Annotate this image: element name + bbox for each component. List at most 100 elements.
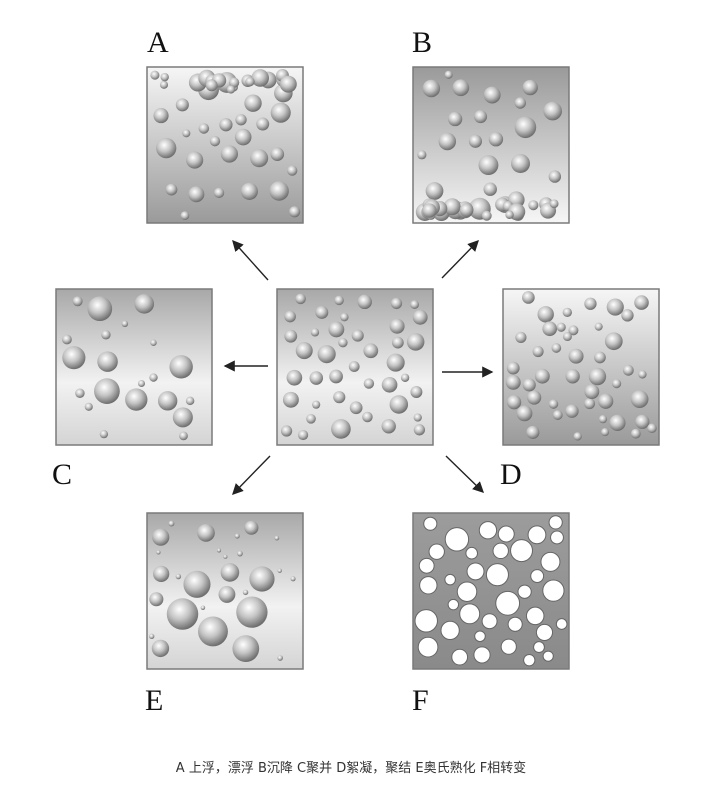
droplet	[452, 79, 470, 97]
droplet	[584, 398, 596, 410]
droplet	[312, 400, 321, 409]
panel-A	[146, 66, 304, 224]
droplet	[277, 655, 283, 661]
droplet	[406, 333, 425, 351]
droplet	[219, 118, 233, 132]
droplet	[528, 200, 539, 211]
panel-F	[412, 512, 570, 670]
droplet	[635, 414, 650, 429]
droplet	[150, 70, 160, 80]
droplet	[328, 321, 345, 338]
droplet	[555, 618, 568, 630]
droplet	[99, 429, 109, 439]
droplet	[220, 563, 240, 582]
droplet	[338, 337, 348, 348]
droplet	[447, 111, 463, 127]
droplet	[447, 598, 460, 611]
droplet	[474, 630, 486, 643]
droplet	[548, 170, 562, 183]
droplet	[242, 589, 249, 596]
droplet	[188, 186, 205, 203]
droplet	[527, 525, 547, 545]
droplet	[565, 369, 580, 384]
droplet	[84, 402, 93, 411]
droplet	[217, 548, 222, 553]
droplet	[289, 206, 301, 218]
droplet	[235, 114, 247, 126]
droplet	[534, 368, 550, 384]
droplet	[542, 321, 558, 337]
droplet	[389, 318, 405, 334]
droplet	[72, 296, 83, 307]
droplet	[251, 69, 270, 87]
droplet	[279, 75, 297, 93]
droplet	[573, 432, 582, 441]
droplet	[495, 590, 521, 616]
label-C: C	[52, 458, 72, 491]
figure-caption: A 上浮，漂浮 B沉降 C聚并 D絮凝，聚结 E奥氏熟化 F相转变	[175, 761, 527, 776]
droplet	[200, 605, 206, 610]
droplet	[526, 425, 540, 439]
droplet	[522, 79, 538, 96]
droplet	[153, 565, 170, 582]
droplet	[97, 351, 118, 372]
panel-C	[55, 288, 213, 446]
droplet	[186, 151, 204, 169]
droplet	[269, 181, 289, 201]
droplet	[550, 530, 564, 545]
droplet	[535, 623, 554, 642]
droplet	[478, 521, 498, 540]
droplet	[542, 579, 565, 602]
arrow-to-E	[232, 455, 271, 496]
panel-center	[276, 288, 434, 446]
droplet	[157, 391, 178, 411]
droplet	[505, 210, 514, 219]
droplet	[549, 199, 559, 209]
droplet	[183, 570, 211, 598]
droplet	[563, 332, 572, 342]
droplet	[381, 419, 396, 434]
droplet	[169, 355, 193, 379]
droplet	[234, 533, 240, 539]
droplet	[497, 525, 515, 543]
droplet	[540, 551, 561, 572]
panel-B	[412, 66, 570, 224]
droplet	[87, 296, 113, 322]
droplet	[165, 183, 178, 196]
droplet	[295, 342, 313, 360]
droplet	[205, 79, 218, 92]
droplet	[456, 581, 478, 602]
droplet	[236, 596, 268, 628]
droplet	[612, 379, 622, 389]
droplet	[525, 606, 545, 626]
droplet	[511, 154, 530, 174]
droplet	[604, 332, 623, 351]
droplet	[459, 203, 474, 217]
droplet	[459, 603, 481, 625]
droplet	[329, 369, 343, 384]
droplet	[270, 102, 291, 123]
droplet	[137, 380, 146, 388]
droplet	[548, 515, 563, 530]
droplet	[594, 322, 603, 331]
droplet	[160, 72, 169, 82]
droplet	[634, 295, 649, 310]
droplet	[478, 155, 499, 176]
droplet	[481, 613, 498, 630]
droplet	[179, 431, 188, 441]
droplet	[389, 395, 409, 414]
droplet	[125, 388, 148, 411]
droplet	[62, 334, 72, 345]
droplet	[451, 648, 469, 666]
droplet	[517, 584, 532, 599]
droplet	[522, 378, 536, 392]
droplet	[351, 329, 364, 342]
panel-E	[146, 512, 304, 670]
arrow-to-B	[441, 239, 479, 279]
droplet	[234, 128, 252, 146]
droplet	[237, 550, 243, 557]
droplet	[422, 79, 441, 98]
droplet	[331, 419, 351, 439]
droplet	[297, 429, 309, 441]
droplet	[334, 295, 344, 306]
